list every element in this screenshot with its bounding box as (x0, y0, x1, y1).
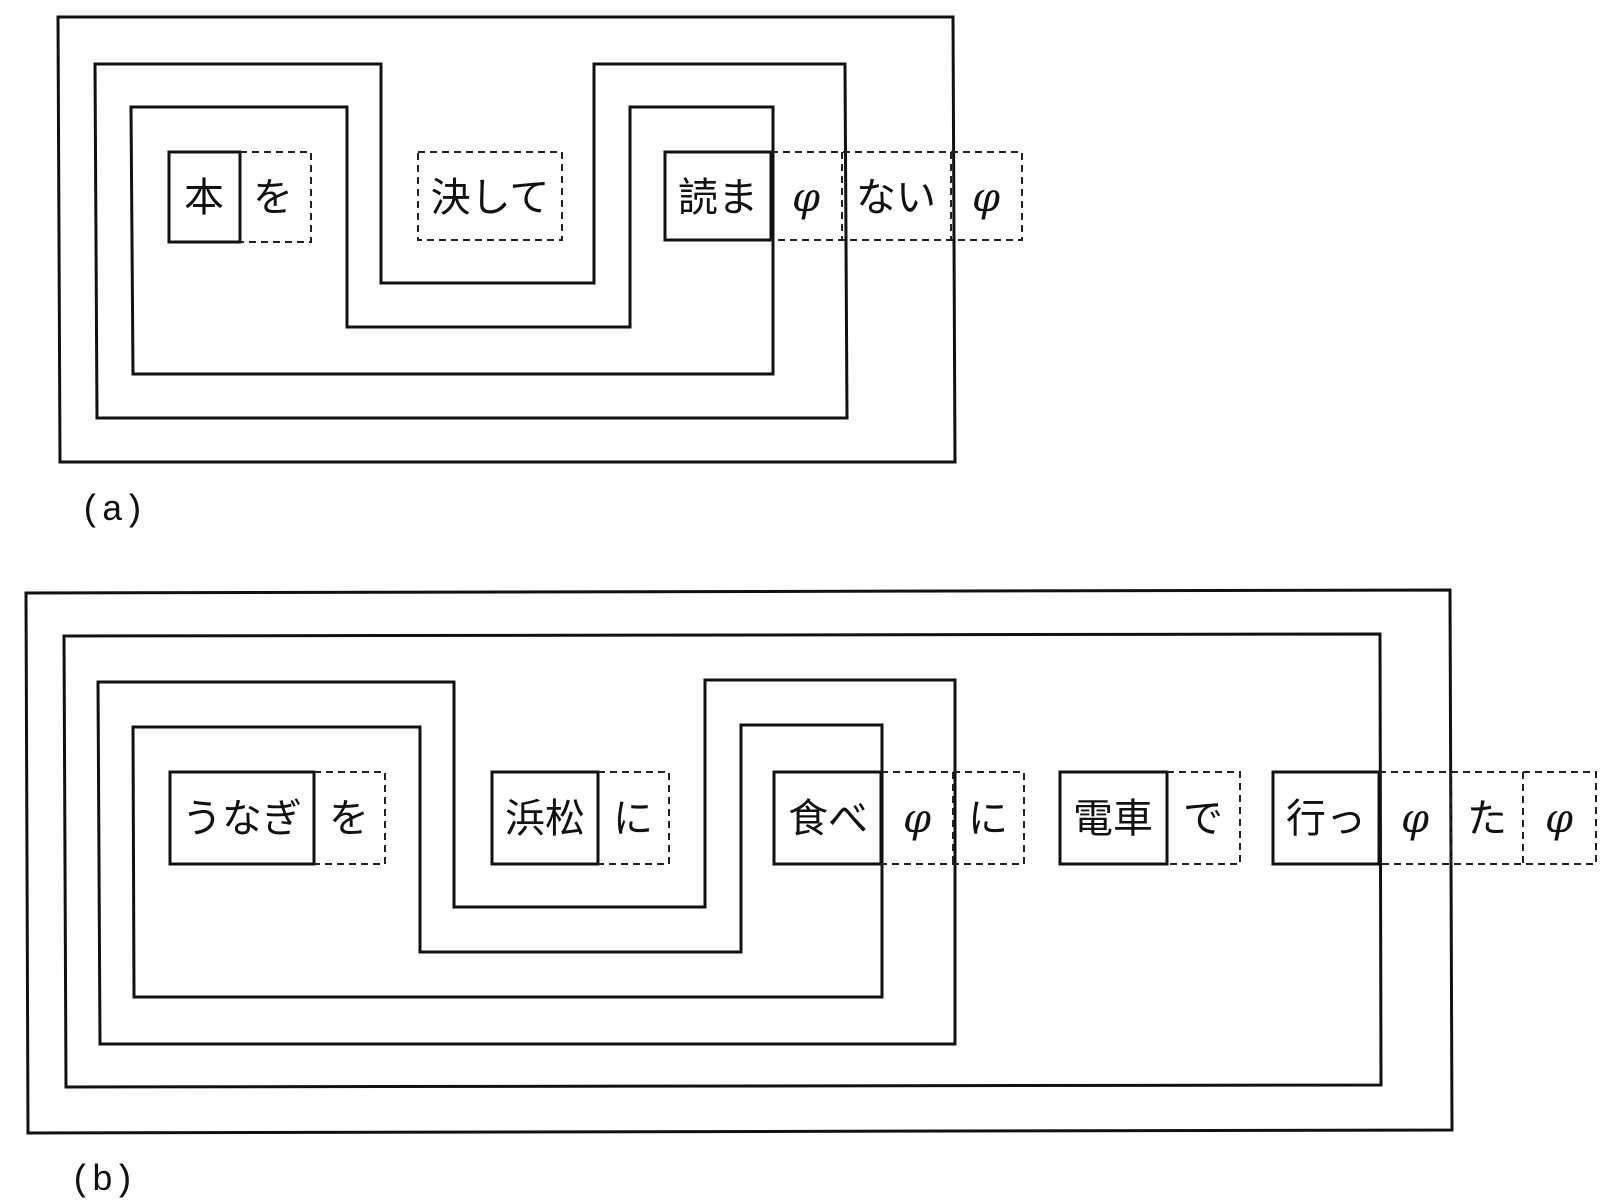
token-phi-b-2: φ (1401, 796, 1429, 842)
panel-b: うなぎ を 浜松 に 食べ φ に 電車 で 行っ φ た φ (b) (24, 588, 1597, 1201)
token-itt: 行っ (1286, 796, 1366, 842)
token-de: で (1183, 796, 1223, 842)
token-ta: た (1467, 796, 1507, 842)
token-kesshite: 決して (431, 175, 550, 221)
token-box-densha (1058, 770, 1169, 866)
token-densha: 電車 (1073, 796, 1153, 842)
token-box-hamamatsu (490, 770, 600, 866)
panel-a: 本 を 決して 読ま φ ない φ (a) (56, 15, 1023, 531)
token-box-ni-b1 (598, 771, 670, 865)
sentence-frame-b (62, 632, 1383, 1089)
panel-label-a: (a) (80, 490, 145, 531)
token-hamamatsu: 浜松 (505, 796, 585, 842)
outer-frame-b (24, 588, 1454, 1135)
token-nai: ない (856, 175, 936, 221)
token-box-de (1167, 771, 1241, 865)
token-box-kesshite (417, 151, 563, 241)
token-ni-b2: に (968, 796, 1008, 842)
token-phi-a-1: φ (792, 175, 820, 221)
token-unagi: うなぎ (182, 796, 302, 842)
verb-phrase-frame-b (131, 723, 884, 999)
token-box-trail-b1 (881, 771, 1025, 865)
token-box-hon (167, 150, 242, 244)
token-box-trail-a (771, 151, 1023, 241)
token-phi-b-1: φ (903, 796, 931, 842)
token-box-itt (1271, 770, 1381, 866)
token-box-trail-b2 (1379, 771, 1597, 865)
token-hon: 本 (184, 175, 224, 221)
token-box-yoma (663, 150, 773, 242)
token-box-wo-b (314, 771, 386, 865)
token-wo-a: を (253, 175, 293, 221)
panel-label-b: (b) (70, 1160, 135, 1201)
token-phi-b-3: φ (1545, 796, 1573, 842)
token-box-unagi (168, 770, 316, 866)
clause-frame-b (96, 678, 957, 1046)
clause-frame-a (93, 62, 849, 420)
token-box-tabe (772, 770, 883, 866)
token-box-wo-a (240, 151, 312, 243)
verb-phrase-frame-a (129, 105, 775, 376)
token-tabe: 食べ (788, 796, 868, 842)
token-phi-a-2: φ (972, 175, 1000, 221)
outer-frame-a (56, 15, 957, 464)
token-wo-b: を (329, 796, 369, 842)
token-yoma: 読ま (678, 175, 758, 221)
token-ni-b1: に (613, 796, 653, 842)
